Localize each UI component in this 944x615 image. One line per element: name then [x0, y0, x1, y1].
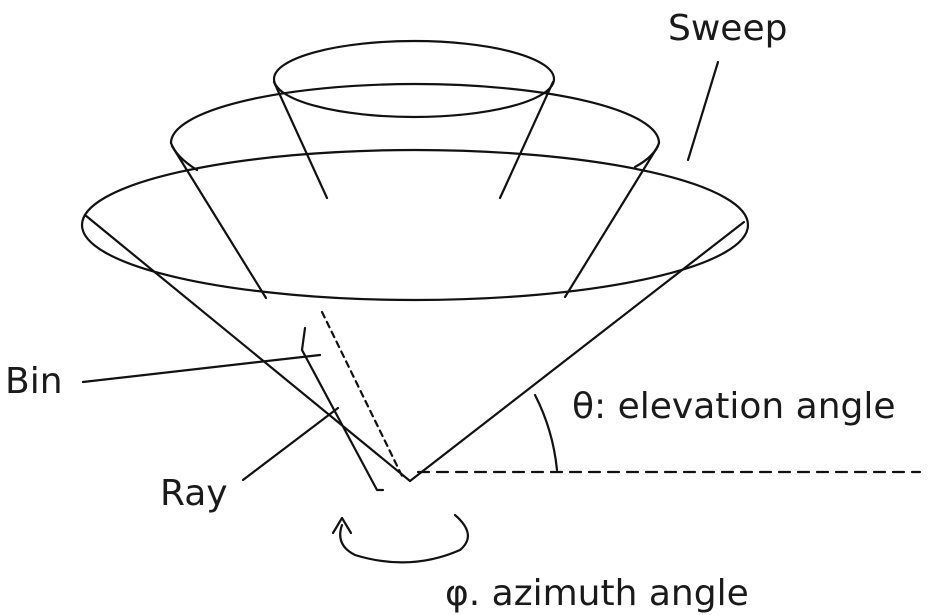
- cone-right-edge: [408, 220, 746, 483]
- inner-cone-left-lower: [170, 144, 268, 300]
- label-sweep: Sweep: [668, 8, 787, 49]
- elevation-angle-arc: [533, 393, 559, 472]
- cone-left-edge: [83, 213, 412, 483]
- inner-cone-right-lower: [563, 144, 660, 299]
- ray-line: [320, 310, 405, 480]
- sweep-ring-top: [272, 39, 556, 119]
- label-azimuth-angle: φ. azimuth angle: [445, 573, 749, 614]
- inner-cone-right-upper: [498, 80, 555, 200]
- label-elevation-angle: θ: elevation angle: [572, 386, 896, 427]
- sweep-ring-middle: [169, 82, 661, 145]
- azimuth-arrowhead-icon: [331, 516, 353, 535]
- bin-leader-line: [81, 353, 322, 384]
- sweep-leader-line: [686, 60, 720, 162]
- label-bin: Bin: [5, 361, 63, 402]
- sweep-ring-outer: [80, 148, 750, 302]
- label-ray: Ray: [160, 473, 228, 514]
- inner-cone-left-upper: [272, 80, 329, 200]
- ray-leader-line: [241, 406, 340, 482]
- azimuth-rotation-arc: [339, 513, 469, 564]
- bin-bracket: [300, 326, 385, 492]
